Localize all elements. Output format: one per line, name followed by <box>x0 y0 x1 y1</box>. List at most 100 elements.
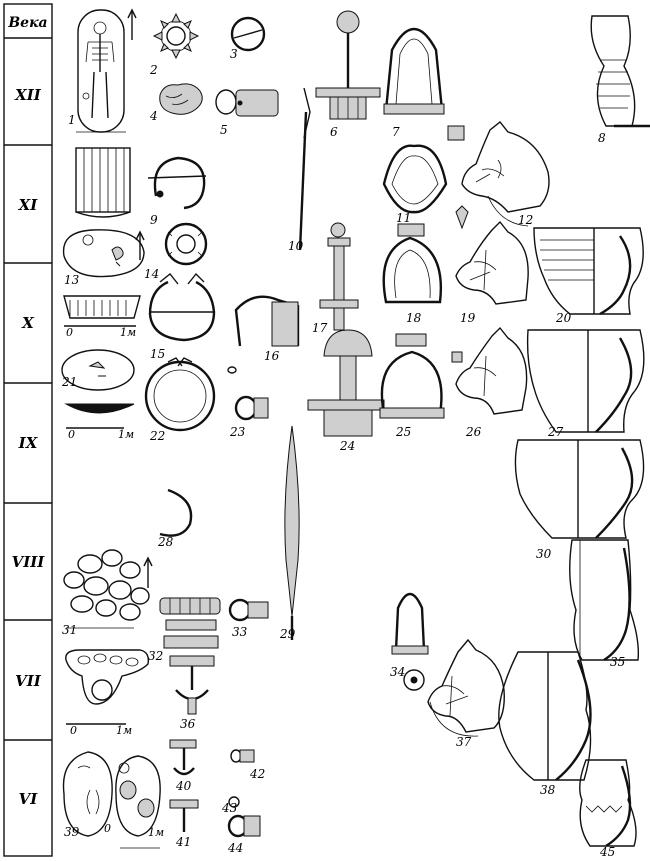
stirrup-25 <box>379 333 445 419</box>
figure-number: 43 <box>221 801 238 815</box>
figure-number: 28 <box>157 535 174 549</box>
scale-zero-vii: 0 <box>70 724 77 737</box>
figure-number: 17 <box>312 321 328 335</box>
figure-number: 40 <box>175 779 192 793</box>
stone-cairn-31 <box>63 549 153 629</box>
figure-number: 20 <box>555 311 572 325</box>
buckle-16 <box>234 295 300 347</box>
figure-number: 11 <box>396 211 411 225</box>
figure-number: 16 <box>264 349 280 363</box>
century-label-x: X <box>21 314 35 332</box>
torque-ring-22 <box>144 357 237 432</box>
scale-meter-21: 1м <box>118 428 134 441</box>
figure-number: 14 <box>144 267 159 281</box>
ring-14 <box>164 222 208 266</box>
ring-buckle-3 <box>230 16 266 52</box>
horse-head-37 <box>427 638 505 737</box>
burial-plan-1 <box>76 8 137 133</box>
star-pendant-2 <box>152 12 200 60</box>
figure-number: 1 <box>68 113 76 127</box>
sword-6 <box>315 10 381 120</box>
figure-number: 4 <box>149 109 158 123</box>
penannular-brooch-9 <box>147 156 207 210</box>
figure-number: 9 <box>150 213 158 227</box>
grave-plans-39 <box>62 751 161 849</box>
scale-meter-vii: 1м <box>116 724 132 737</box>
figure-numbers: 1 2 3 4 5 6 7 8 9 10 11 12 13 14 15 16 1… <box>61 47 625 859</box>
scale-meter-13: 1м <box>120 326 136 339</box>
buckle-42 <box>230 749 255 763</box>
century-label-vi: VI <box>19 790 39 808</box>
figure-number: 33 <box>232 625 248 639</box>
figure-number: 5 <box>220 123 228 137</box>
figure-number: 35 <box>610 655 625 669</box>
grave-section-13 <box>63 295 141 327</box>
stirrup-7 <box>383 28 445 115</box>
figure-number: 27 <box>547 425 564 439</box>
figure-number: 44 <box>227 841 243 855</box>
grave-plan-21 <box>61 349 135 429</box>
buckle-23 <box>234 395 269 421</box>
horse-head-12 <box>461 121 550 227</box>
stirrup-18 <box>382 223 442 304</box>
scale-zero-13: 0 <box>66 326 73 339</box>
figure-number: 26 <box>465 425 482 439</box>
column-header: Века <box>7 15 47 31</box>
stirrup-11 <box>382 125 465 214</box>
scale-bars: 0 1м 0 1м 0 1м 0 1м <box>66 326 164 839</box>
figure-number: 38 <box>540 783 556 797</box>
figure-number: 12 <box>518 213 533 227</box>
figure-number: 39 <box>64 825 80 839</box>
figure-number: 42 <box>249 767 265 781</box>
figure-number: 21 <box>61 375 77 389</box>
buckle-44 <box>227 814 261 838</box>
figure-number: 34 <box>390 665 405 679</box>
figure-number: 6 <box>330 125 338 139</box>
figure-number: 13 <box>64 273 80 287</box>
figure-number: 41 <box>175 835 191 849</box>
grave-plan-13 <box>62 229 145 278</box>
horse-head-26 <box>451 326 528 415</box>
pot-38 <box>498 651 592 781</box>
fibula-40 <box>169 739 197 776</box>
figure-number: 18 <box>406 311 422 325</box>
figure-number: 8 <box>598 131 606 145</box>
stirrup-34 <box>391 592 429 691</box>
crescent-28 <box>159 488 193 537</box>
ring-43 <box>228 796 240 808</box>
pot-20 <box>533 227 644 316</box>
century-label-ix: IX <box>18 434 39 452</box>
figure-number: 2 <box>149 63 158 77</box>
figure-number: 32 <box>148 649 163 663</box>
pot-30 <box>514 439 645 539</box>
pot-35 <box>569 539 640 662</box>
figure-number: 45 <box>599 845 615 859</box>
century-column: Века XII XI X IX VIII VII VI <box>3 3 53 857</box>
century-label-viii: VIII <box>12 553 46 571</box>
grave-section-xi <box>75 147 131 218</box>
figure-number: 22 <box>149 429 165 443</box>
figure-number: 36 <box>180 717 196 731</box>
pot-45 <box>579 759 637 848</box>
brooch-15 <box>148 272 216 342</box>
figure-number: 3 <box>230 47 238 61</box>
scale-meter-39: 1м <box>148 826 164 839</box>
century-label-xii: XII <box>14 86 42 104</box>
fibula-41 <box>169 799 199 832</box>
figure-number: 29 <box>279 627 296 641</box>
figure-number: 25 <box>395 425 411 439</box>
figure-number: 10 <box>288 239 304 253</box>
century-label-vii: VII <box>15 672 42 690</box>
grave-plan-vii <box>65 649 150 725</box>
fibula-32 <box>159 597 221 649</box>
scale-zero-39: 0 <box>104 822 111 835</box>
sword-24 <box>307 329 385 437</box>
fibula-36 <box>169 655 215 715</box>
buckle-5 <box>215 89 279 117</box>
figure-number: 23 <box>229 425 246 439</box>
figure-number: 7 <box>392 125 400 139</box>
figure-number: 24 <box>339 439 355 453</box>
scale-zero-21: 0 <box>68 428 75 441</box>
century-label-xi: XI <box>18 196 39 214</box>
